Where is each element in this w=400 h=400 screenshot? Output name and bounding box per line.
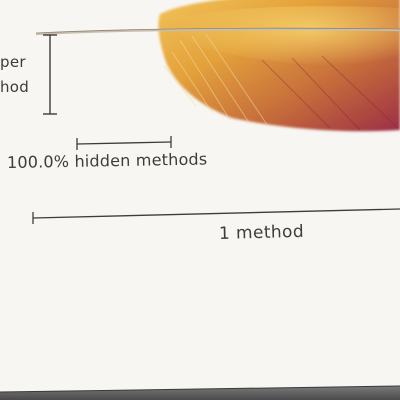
table-surface xyxy=(0,385,400,400)
long-scale-bar xyxy=(32,208,400,224)
quill-shaft xyxy=(35,28,400,36)
feather-image xyxy=(35,0,400,132)
one-method-label: 1 method xyxy=(218,221,305,244)
scale-label-top-line-1: per xyxy=(0,53,26,71)
short-scale-bar xyxy=(76,136,172,150)
scale-label-top-line-2: hod xyxy=(0,78,30,96)
hidden-methods-label: 100.0% hidden methods xyxy=(6,149,208,172)
vertical-scale-bar xyxy=(43,34,57,115)
